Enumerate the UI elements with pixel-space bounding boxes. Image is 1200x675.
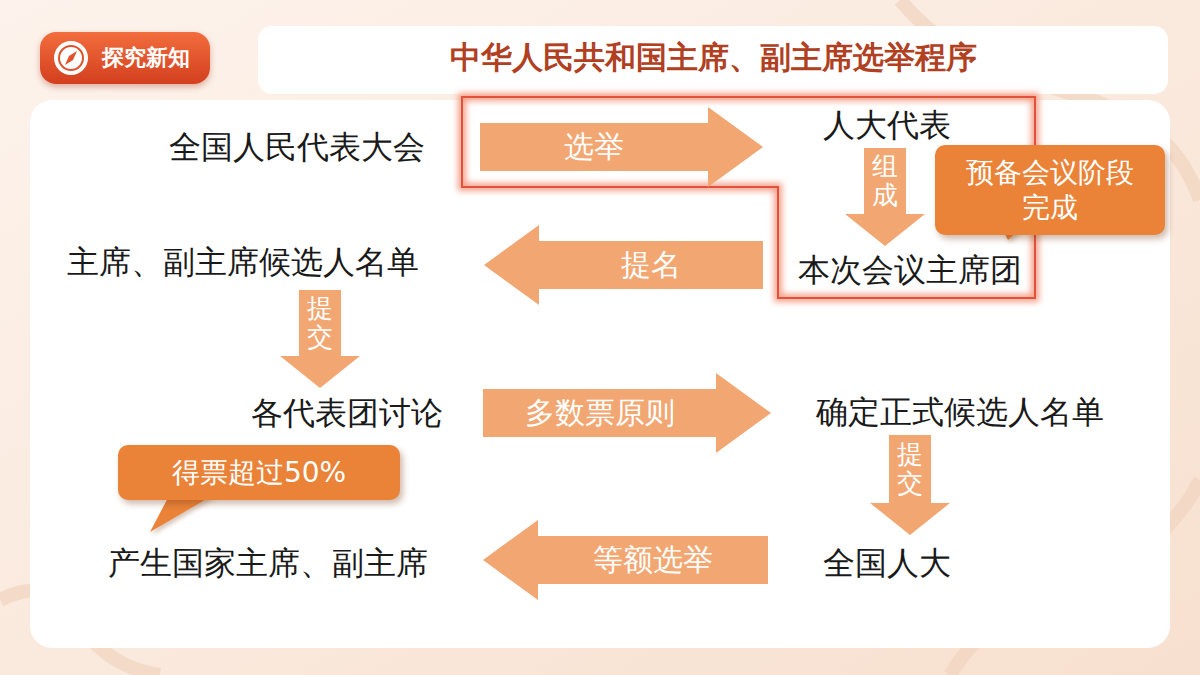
block-arrow — [484, 225, 763, 305]
main-panel — [30, 100, 1170, 648]
block-arrow — [483, 520, 768, 600]
node-text: 本次会议主席团 — [798, 250, 1022, 290]
node-text: 全国人民代表大会 — [169, 127, 425, 167]
arrow-label: 等额选举 — [593, 540, 713, 581]
arrow-label: 选举 — [564, 127, 624, 168]
section-badge: 探究新知 — [40, 32, 210, 84]
node-text: 探究新知 — [102, 43, 190, 73]
arrow-label: 提名 — [621, 245, 681, 286]
arrow-label: 组成 — [872, 152, 898, 209]
node-text: 全国人大 — [823, 543, 951, 583]
callout-tail — [150, 494, 215, 532]
node-text: 产生国家主席、副主席 — [108, 543, 428, 583]
step-text: 主席、副主席候选人名单 — [67, 242, 419, 282]
node-text: 人大代表 — [823, 105, 951, 145]
callout-box: 得票超过50% — [118, 445, 400, 500]
block-arrow — [480, 107, 763, 187]
node-text: 预备会议阶段完成 — [959, 155, 1141, 225]
block-arrow — [483, 373, 771, 453]
node-text: 得票超过50% — [142, 455, 376, 490]
step-text: 本次会议主席团 — [798, 250, 1022, 290]
step-text: 产生国家主席、副主席 — [108, 543, 428, 583]
block-arrow — [280, 290, 360, 388]
step-text: 人大代表 — [823, 105, 951, 145]
callout-box: 预备会议阶段完成 — [935, 145, 1165, 235]
arrow-label: 提交 — [307, 294, 333, 351]
node-text: 主席、副主席候选人名单 — [67, 242, 419, 282]
step-text: 全国人大 — [823, 543, 951, 583]
block-arrow — [845, 148, 925, 246]
node-text: 确定正式候选人名单 — [816, 392, 1104, 432]
arrow-label: 提交 — [897, 440, 923, 497]
block-arrow — [870, 435, 950, 535]
step-text: 确定正式候选人名单 — [816, 392, 1104, 432]
step-text: 全国人民代表大会 — [169, 127, 425, 167]
title: 中华人民共和国主席、副主席选举程序 — [450, 37, 977, 79]
node-text: 各代表团讨论 — [251, 393, 443, 433]
title-panel — [258, 26, 1168, 94]
step-text: 各代表团讨论 — [251, 393, 443, 433]
arrow-label: 多数票原则 — [525, 393, 675, 434]
